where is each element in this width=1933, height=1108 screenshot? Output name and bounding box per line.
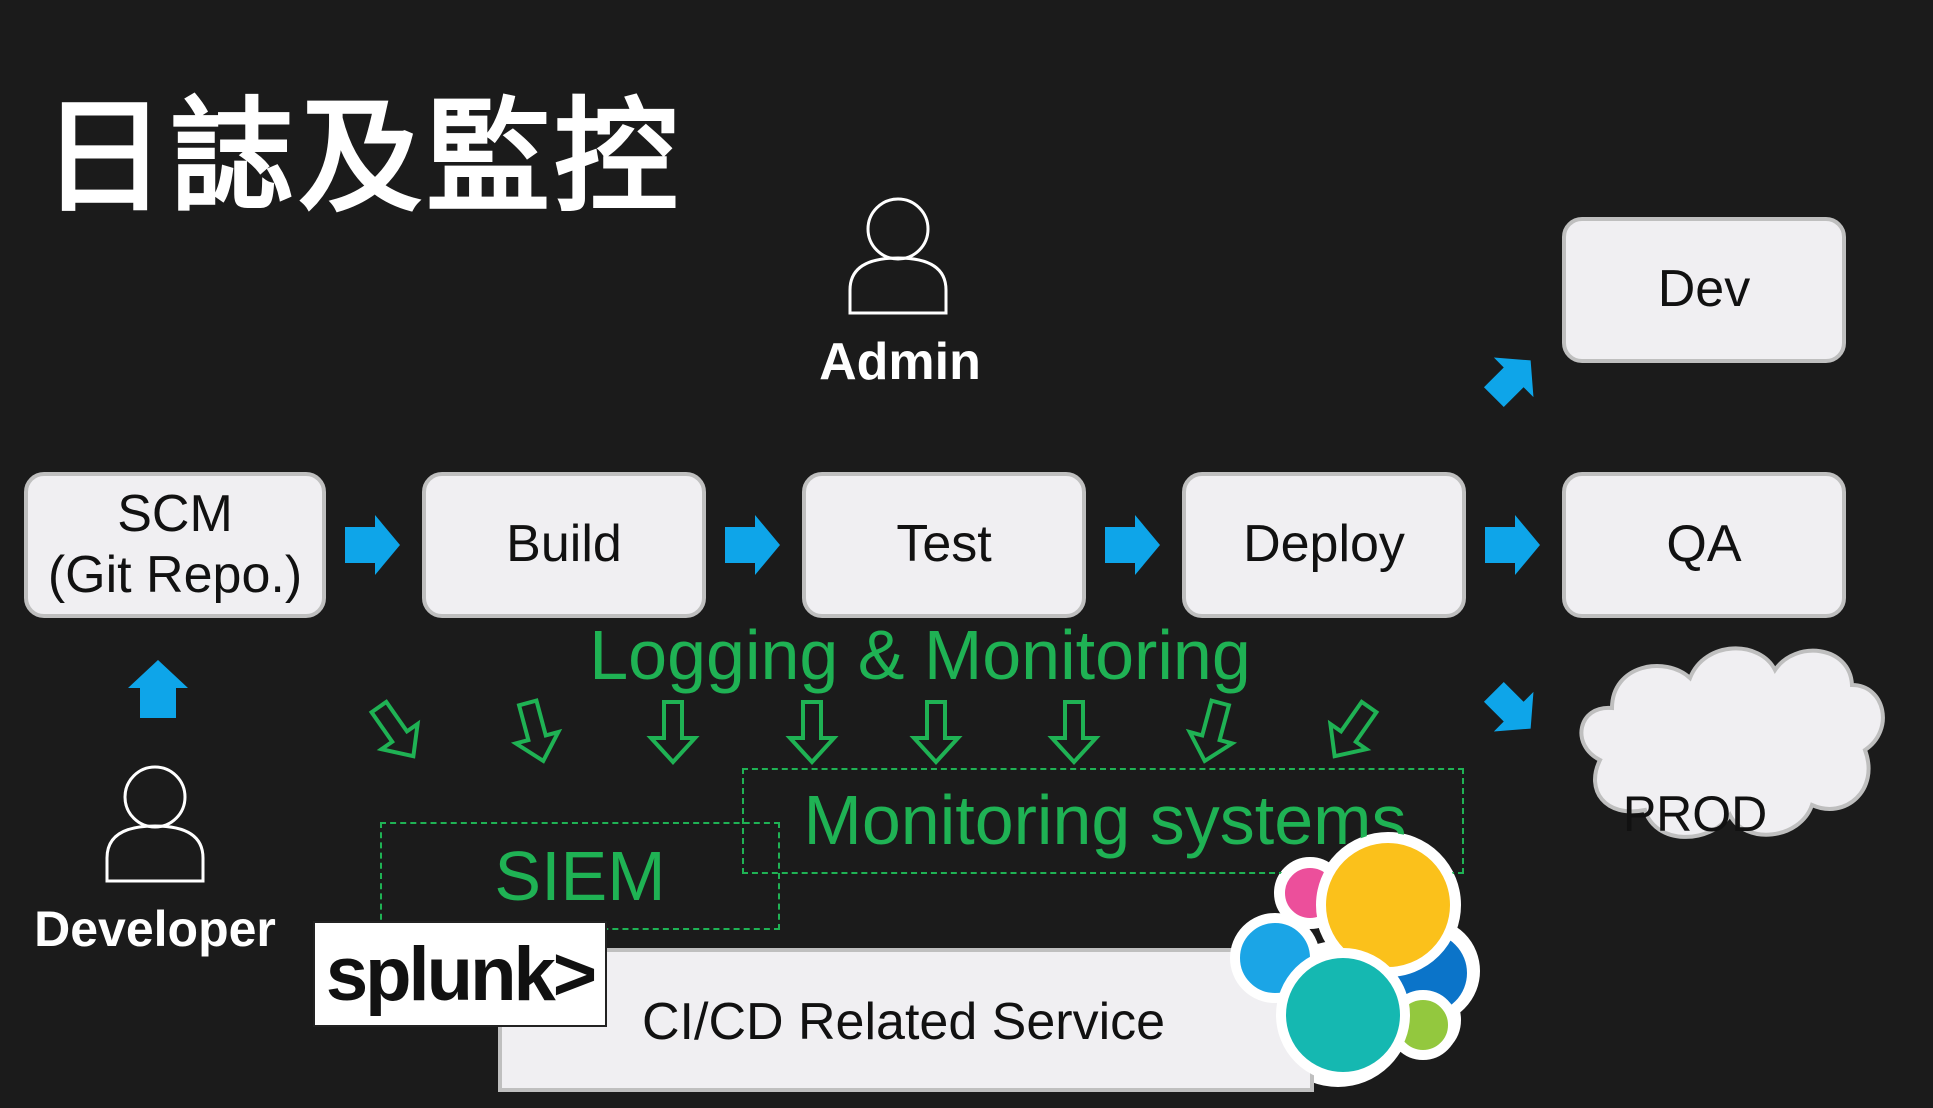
arrow-right-icon — [725, 515, 780, 575]
log-arrow-icon — [368, 699, 421, 759]
scm-box[interactable]: SCM (Git Repo.) — [24, 472, 326, 618]
build-label: Build — [506, 515, 622, 574]
dev-label: Dev — [1657, 260, 1751, 319]
developer-label: Developer — [34, 901, 276, 957]
monitoring-systems-box — [742, 768, 1464, 874]
splunk-logo: splunk> — [313, 921, 607, 1027]
log-arrow-icon — [909, 700, 963, 765]
log-arrow-icon — [1185, 698, 1238, 764]
cicd-service-label: CI/CD Related Service — [642, 993, 1166, 1051]
log-arrow-icon — [785, 700, 839, 765]
log-arrow-icon — [510, 698, 563, 764]
monitoring-systems-label: Monitoring systems — [803, 781, 1407, 859]
build-box[interactable]: Build — [422, 472, 706, 618]
qa-label: QA — [1666, 515, 1742, 574]
dev-box[interactable]: Dev — [1562, 217, 1846, 363]
logging-monitoring-label: Logging & Monitoring — [589, 616, 1251, 694]
log-arrow-icon — [1047, 700, 1101, 765]
admin-label: Admin — [819, 333, 981, 391]
arrow-up-right-icon — [1483, 357, 1534, 408]
page-title: 日誌及監控 — [42, 86, 683, 230]
arrow-right-icon — [1485, 515, 1540, 575]
arrow-right-icon — [1105, 515, 1160, 575]
scm-label: SCM — [117, 484, 233, 543]
deploy-label: Deploy — [1243, 515, 1405, 574]
deploy-box[interactable]: Deploy — [1182, 472, 1466, 618]
log-arrow-icon — [646, 700, 700, 765]
log-arrow-icon — [1327, 699, 1380, 759]
test-label: Test — [896, 515, 992, 574]
developer-person-icon — [105, 765, 205, 883]
admin-person-icon — [848, 197, 948, 315]
siem-label: SIEM — [494, 837, 666, 915]
arrow-right-icon — [345, 515, 400, 575]
arrow-up-icon — [128, 660, 188, 718]
prod-label: PROD — [1622, 786, 1768, 842]
prod-cloud-shape — [1579, 646, 1885, 839]
cicd-service-box[interactable]: CI/CD Related Service — [498, 948, 1314, 1092]
splunk-logo-text: splunk> — [325, 931, 597, 1017]
test-box[interactable]: Test — [802, 472, 1086, 618]
qa-box[interactable]: QA — [1562, 472, 1846, 618]
scm-sublabel: (Git Repo.) — [47, 546, 303, 604]
arrow-down-right-icon — [1483, 681, 1534, 732]
